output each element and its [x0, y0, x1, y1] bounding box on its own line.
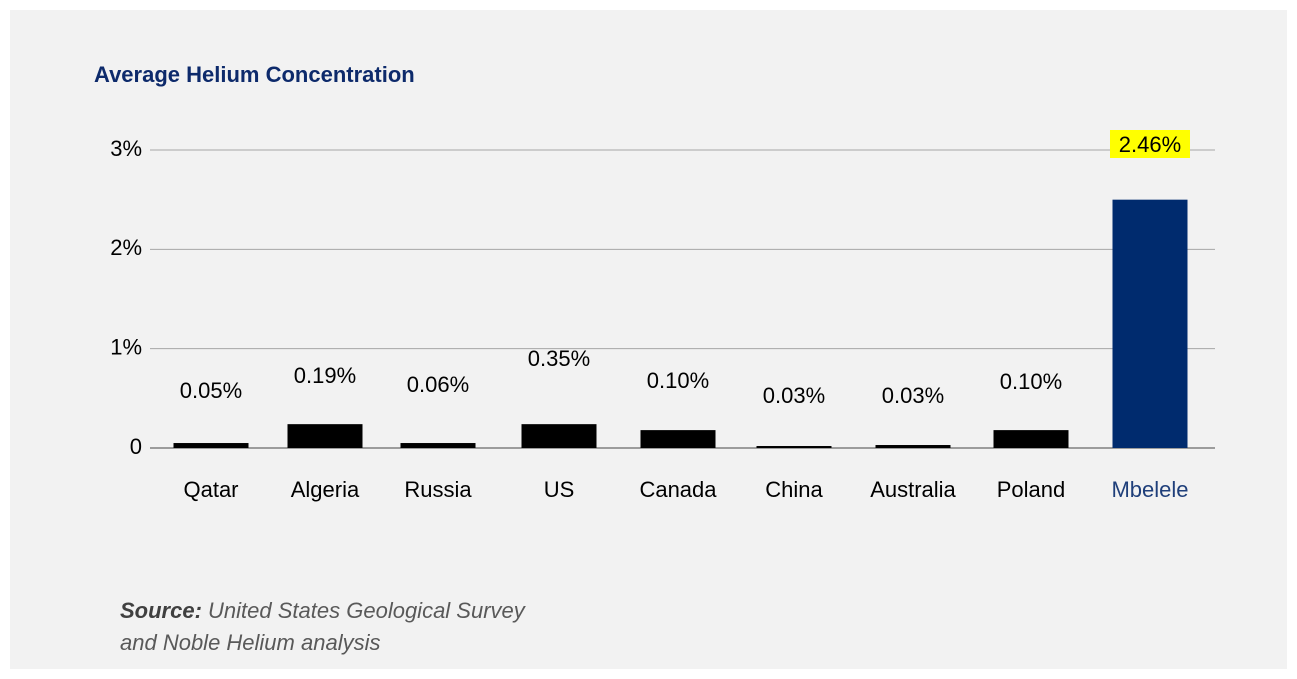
data-label-qatar: 0.05%	[180, 378, 242, 403]
category-label-poland: Poland	[997, 477, 1066, 502]
data-label-poland: 0.10%	[1000, 369, 1062, 394]
data-label-mbelele: 2.46%	[1119, 132, 1181, 157]
y-tick-label-1: 1%	[110, 334, 142, 359]
category-label-australia: Australia	[870, 477, 956, 502]
data-label-highlight-mbelele	[1110, 130, 1190, 158]
category-label-qatar: Qatar	[183, 477, 238, 502]
source-line-1: Source: United States Geological Survey	[120, 595, 525, 627]
bar-china	[756, 446, 832, 448]
category-label-us: US	[544, 477, 575, 502]
source-label: Source:	[120, 598, 202, 623]
bar-australia	[875, 445, 951, 448]
bar-algeria	[287, 424, 363, 448]
y-tick-label-2: 2%	[110, 235, 142, 260]
bar-russia	[400, 443, 476, 448]
chart-title: Average Helium Concentration	[94, 62, 415, 87]
category-label-algeria: Algeria	[291, 477, 360, 502]
bar-canada	[640, 430, 716, 448]
bar-qatar	[173, 443, 249, 448]
bar-mbelele	[1112, 199, 1188, 448]
chart-panel	[10, 10, 1287, 669]
data-label-australia: 0.03%	[882, 383, 944, 408]
y-tick-label-3: 3%	[110, 136, 142, 161]
category-label-canada: Canada	[639, 477, 717, 502]
y-tick-label-0: 0	[130, 434, 142, 459]
source-text-1: United States Geological Survey	[208, 598, 525, 623]
source-text-2: and Noble Helium analysis	[120, 630, 381, 655]
data-label-russia: 0.06%	[407, 372, 469, 397]
data-label-china: 0.03%	[763, 383, 825, 408]
category-label-china: China	[765, 477, 823, 502]
data-label-algeria: 0.19%	[294, 363, 356, 388]
bar-us	[521, 424, 597, 448]
data-label-canada: 0.10%	[647, 368, 709, 393]
source-note: Source: United States Geological Survey …	[120, 595, 525, 659]
category-label-russia: Russia	[404, 477, 472, 502]
bar-poland	[993, 430, 1069, 448]
data-label-us: 0.35%	[528, 346, 590, 371]
category-label-mbelele: Mbelele	[1111, 477, 1188, 502]
